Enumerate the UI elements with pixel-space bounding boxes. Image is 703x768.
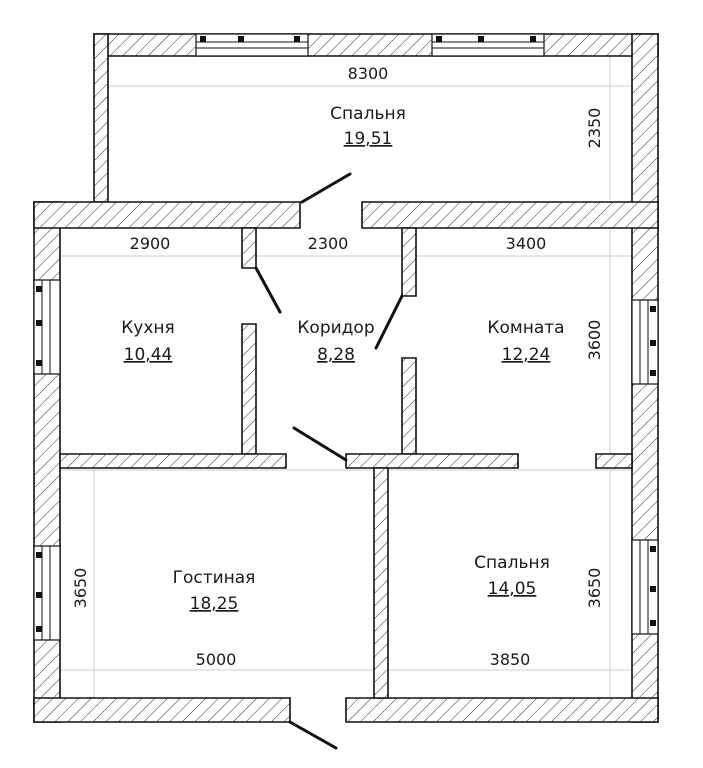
door-kitchen <box>254 266 282 314</box>
dim-room-height: 3600 <box>585 320 604 361</box>
window-left-living <box>33 545 61 641</box>
interior-walls <box>33 201 659 699</box>
wall-living-bedroom <box>373 467 389 699</box>
window-right-bedroom <box>631 539 659 635</box>
windows <box>33 33 659 641</box>
dim-living-width: 5000 <box>196 650 237 669</box>
door-room <box>374 294 404 350</box>
dimension-labels: 8300 2350 2900 2300 3400 3600 5000 3650 … <box>71 64 604 669</box>
room-name-bedroom-bottom: Спальня <box>474 553 550 573</box>
wall-room-stub-top <box>401 227 417 297</box>
doors <box>254 172 404 750</box>
room-area-kitchen: 10,44 <box>124 345 173 365</box>
door-entrance <box>288 720 338 750</box>
room-labels: Спальня 19,51 Кухня 10,44 Коридор 8,28 К… <box>121 104 564 614</box>
room-name-kitchen: Кухня <box>121 318 175 338</box>
wall-bottom-left <box>33 697 291 723</box>
dim-living-height: 3650 <box>71 568 90 609</box>
room-name-corridor: Коридор <box>297 318 374 338</box>
room-name-bedroom-top: Спальня <box>330 104 406 124</box>
wall-mid-right <box>361 201 659 229</box>
dim-bedroom-bottom-width: 3850 <box>490 650 531 669</box>
wall-kitchen-corridor <box>241 323 257 455</box>
room-area-bedroom-top: 19,51 <box>344 129 393 149</box>
window-top-right <box>431 33 545 57</box>
wall-right-stub <box>595 453 633 469</box>
window-right-room <box>631 299 659 385</box>
wall-center-horizontal <box>345 453 519 469</box>
dimension-guides <box>60 56 632 698</box>
dim-bedroom-top-height: 2350 <box>585 108 604 149</box>
wall-upper-left <box>93 33 109 203</box>
wall-above-living <box>59 453 287 469</box>
room-name-room: Комната <box>487 318 564 338</box>
door-upper-bedroom <box>300 172 352 204</box>
dim-kitchen-width: 2900 <box>130 234 171 253</box>
room-area-corridor: 8,28 <box>317 345 355 365</box>
window-left-kitchen <box>33 279 61 375</box>
room-name-living: Гостиная <box>173 568 256 588</box>
room-area-bedroom-bottom: 14,05 <box>488 579 537 599</box>
wall-bottom-right <box>345 697 659 723</box>
room-area-room: 12,24 <box>502 345 551 365</box>
room-area-living: 18,25 <box>190 594 239 614</box>
wall-top <box>93 33 659 57</box>
wall-room-corridor <box>401 357 417 455</box>
wall-kitchen-stub-top <box>241 227 257 269</box>
wall-mid-left <box>33 201 301 229</box>
dim-room-width: 3400 <box>506 234 547 253</box>
door-living <box>292 426 348 462</box>
dim-bedroom-top-width: 8300 <box>348 64 389 83</box>
dim-corridor-width: 2300 <box>308 234 349 253</box>
dim-bedroom-bottom-height: 3650 <box>585 568 604 609</box>
window-top-left <box>195 33 309 57</box>
